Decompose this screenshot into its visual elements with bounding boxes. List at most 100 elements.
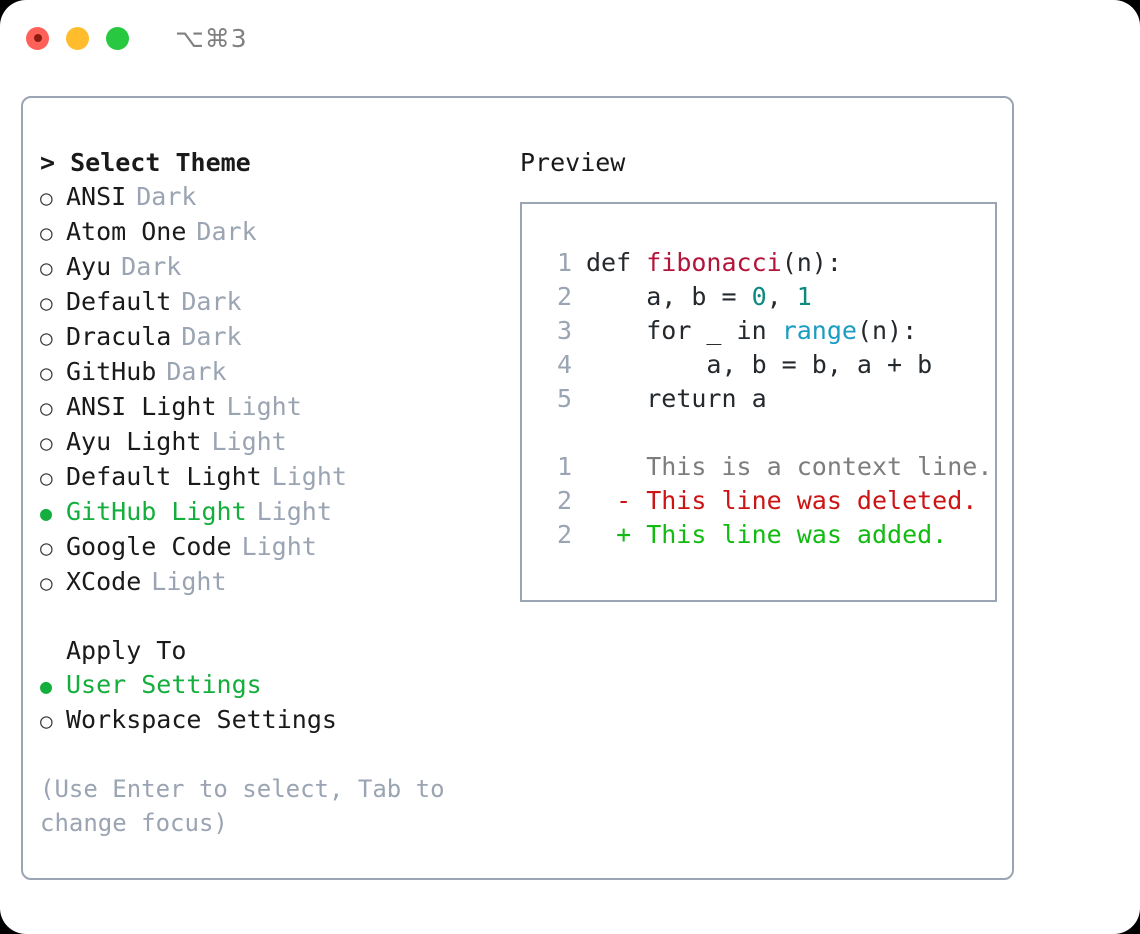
- theme-option-label: Ayu: [66, 252, 112, 281]
- apply-to-option-label: Workspace Settings: [66, 705, 337, 734]
- line-number: 2: [556, 282, 572, 311]
- keyboard-hint: (Use Enter to select, Tab to change focu…: [40, 775, 445, 837]
- code-line-content: a, b = 0, 1: [586, 280, 812, 314]
- traffic-lights: [26, 26, 129, 50]
- theme-option-label: XCode: [66, 567, 142, 596]
- theme-option[interactable]: ○ Ayu Light Light: [40, 425, 500, 460]
- apply-to-option[interactable]: ● User Settings: [40, 668, 500, 703]
- minimize-button[interactable]: [66, 26, 89, 50]
- radio-unselected-icon: ○: [40, 256, 53, 280]
- theme-option[interactable]: ○ XCode Light: [40, 565, 500, 600]
- radio-unselected-icon: ○: [40, 466, 53, 490]
- code-line: 5 return a: [544, 382, 995, 416]
- theme-option[interactable]: ○ Ayu Dark: [40, 250, 500, 285]
- code-token-plain: for _ in: [646, 316, 782, 345]
- code-token-plain: (n):: [856, 316, 918, 345]
- code-line: 3 for _ in range(n):: [544, 314, 995, 348]
- code-line: 4 a, b = b, a + b: [544, 348, 995, 382]
- code-token-num: 0: [751, 282, 767, 311]
- theme-option-variant: Dark: [181, 322, 242, 351]
- theme-option-label: ANSI: [66, 182, 127, 211]
- radio-unselected-icon: ○: [40, 186, 53, 210]
- radio-unselected-icon: ○: [40, 221, 53, 245]
- code-line-content: for _ in range(n):: [586, 314, 917, 348]
- theme-option[interactable]: ○ ANSI Dark: [40, 180, 500, 215]
- line-number: 2: [556, 520, 572, 549]
- theme-option-label: Ayu Light: [66, 427, 202, 456]
- theme-option-variant: Dark: [121, 252, 182, 281]
- line-number: 5: [556, 384, 572, 413]
- preview-label: Preview: [520, 148, 626, 177]
- theme-option-label: GitHub: [66, 357, 157, 386]
- theme-picker-heading: > Select Theme: [40, 148, 251, 177]
- diff-line-content: - This line was deleted.: [586, 486, 978, 515]
- diff-line: 1 This is a context line.: [544, 450, 995, 484]
- radio-unselected-icon: ○: [40, 431, 53, 455]
- radio-unselected-icon: ○: [40, 709, 53, 733]
- title-bar: ⌥⌘3: [0, 0, 1140, 76]
- apply-to-option[interactable]: ○ Workspace Settings: [40, 703, 500, 738]
- diff-line: 2 - This line was deleted.: [544, 484, 995, 518]
- line-number: 1: [556, 452, 572, 481]
- line-number: 3: [556, 316, 572, 345]
- radio-unselected-icon: ○: [40, 361, 53, 385]
- line-number: 2: [556, 486, 572, 515]
- code-token-plain: def: [586, 248, 647, 277]
- theme-option-variant: Light: [271, 462, 347, 491]
- theme-option-variant: Light: [226, 392, 302, 421]
- line-number: 1: [556, 248, 572, 277]
- theme-option-variant: Dark: [136, 182, 197, 211]
- code-line-content: def fibonacci(n):: [586, 246, 842, 280]
- theme-option[interactable]: ● GitHub Light Light: [40, 495, 500, 530]
- code-token-fn: fibonacci: [646, 248, 782, 277]
- line-number: 4: [556, 350, 572, 379]
- theme-option-label: Dracula: [66, 322, 172, 351]
- theme-option-variant: Light: [241, 532, 317, 561]
- theme-option-variant: Light: [151, 567, 227, 596]
- apply-to-option-label: User Settings: [66, 670, 262, 699]
- theme-option[interactable]: ○ Google Code Light: [40, 530, 500, 565]
- code-line-content: return a: [586, 382, 766, 416]
- diff-line-content: This is a context line.: [586, 452, 993, 481]
- code-token-builtin: range: [781, 316, 857, 345]
- radio-selected-icon: ●: [40, 501, 53, 525]
- code-line: 1 def fibonacci(n):: [544, 246, 995, 280]
- theme-option-variant: Light: [211, 427, 287, 456]
- maximize-button[interactable]: [106, 26, 129, 50]
- code-line-content: a, b = b, a + b: [586, 348, 932, 382]
- code-line: 2 a, b = 0, 1: [544, 280, 995, 314]
- radio-unselected-icon: ○: [40, 571, 53, 595]
- theme-option[interactable]: ○ Dracula Dark: [40, 320, 500, 355]
- code-token-plain: ,: [766, 282, 797, 311]
- theme-option-label: Default Light: [66, 462, 262, 491]
- theme-option-variant: Dark: [196, 217, 257, 246]
- theme-option-label: Google Code: [66, 532, 232, 561]
- radio-unselected-icon: ○: [40, 291, 53, 315]
- theme-option-label: GitHub Light: [66, 497, 247, 526]
- code-token-plain: a, b =: [646, 282, 752, 311]
- radio-unselected-icon: ○: [40, 536, 53, 560]
- theme-option-variant: Light: [256, 497, 332, 526]
- radio-selected-icon: ●: [40, 674, 53, 698]
- theme-option-label: Default: [66, 287, 172, 316]
- theme-option-label: ANSI Light: [66, 392, 217, 421]
- radio-unselected-icon: ○: [40, 396, 53, 420]
- theme-option[interactable]: ○ ANSI Light Light: [40, 390, 500, 425]
- theme-option-variant: Dark: [181, 287, 242, 316]
- close-button[interactable]: [26, 26, 49, 50]
- close-icon: [33, 34, 42, 42]
- theme-option-label: Atom One: [66, 217, 187, 246]
- theme-option[interactable]: ○ Default Dark: [40, 285, 500, 320]
- theme-option[interactable]: ○ Atom One Dark: [40, 215, 500, 250]
- theme-option[interactable]: ○ Default Light Light: [40, 460, 500, 495]
- radio-unselected-icon: ○: [40, 326, 53, 350]
- diff-line-content: + This line was added.: [586, 520, 948, 549]
